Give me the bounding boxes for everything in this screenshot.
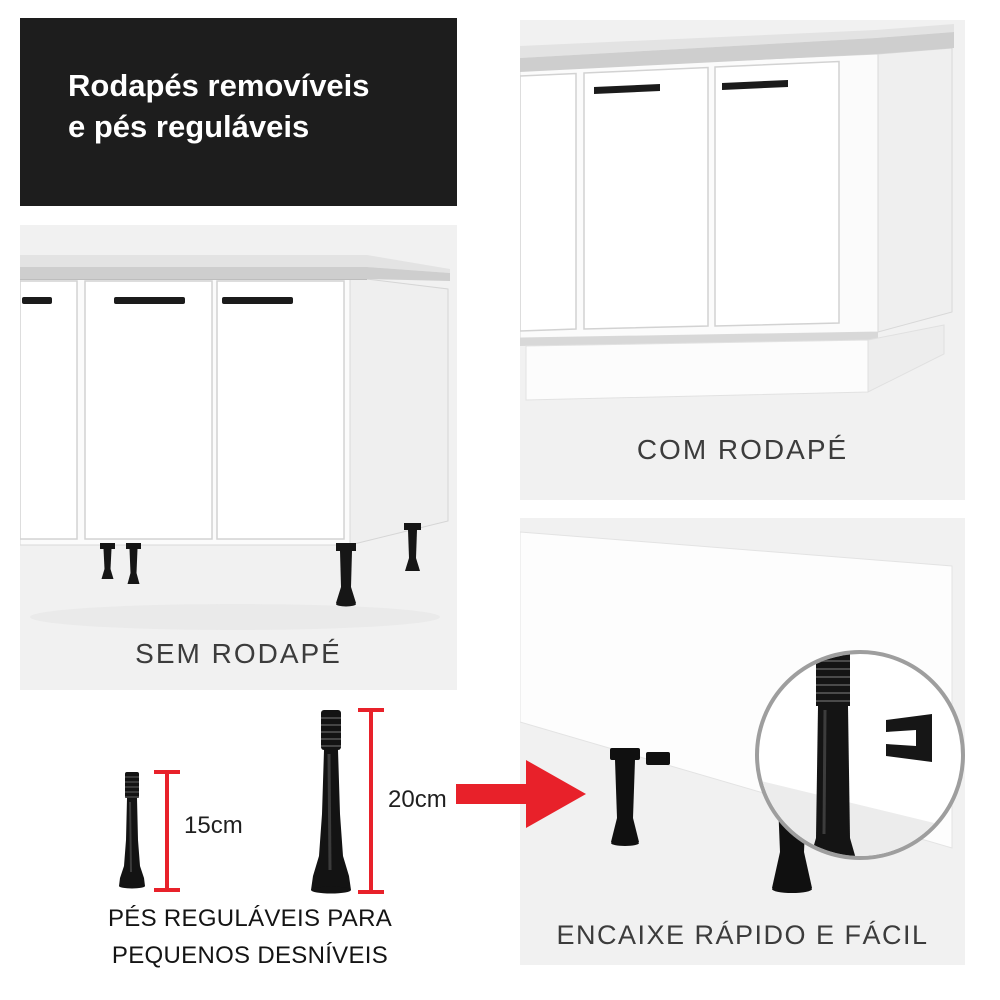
cabinet-no-plinth-illustration <box>20 255 450 630</box>
right-arrow-icon <box>456 760 586 828</box>
countertop <box>20 255 450 281</box>
thread-ridges <box>125 776 139 798</box>
cabinet-side-face <box>349 276 449 546</box>
title-line-2: e pés reguláveis <box>68 108 310 144</box>
title-line-1: Rodapés removíveis <box>68 68 370 103</box>
cabinet-bottom-shadow <box>520 332 878 346</box>
feet-caption-line-1: PÉS REGULÁVEIS PARA <box>107 905 393 932</box>
feet-caption-line-2: PEQUENOS DESNÍVEIS <box>111 942 389 970</box>
adjustable-foot-20cm-illustration <box>311 710 351 894</box>
measure-bracket-20cm <box>358 708 384 894</box>
plinth <box>525 324 945 401</box>
panel-sem-rodape: SEM RODAPÉ <box>20 225 457 690</box>
cabinet-doors <box>520 60 840 332</box>
countertop <box>520 24 954 72</box>
panel-encaixe: ENCAIXE RÁPIDO E FÁCIL <box>520 518 965 965</box>
floor-shadow <box>30 604 440 630</box>
thread-ridges <box>816 660 850 702</box>
mount-clip <box>646 752 670 765</box>
measure-bracket-15cm <box>154 770 180 892</box>
adjustable-foot-15cm-illustration <box>119 772 145 889</box>
mounted-leg <box>610 748 670 846</box>
adjustable-legs <box>100 523 421 607</box>
thread-ridges <box>321 717 341 747</box>
leg-mount-closeup-illustration <box>520 531 965 893</box>
measure-label-15cm: 15cm <box>184 812 243 839</box>
door-handles <box>22 297 293 304</box>
door-handles <box>594 80 788 94</box>
cabinet-doors <box>20 280 345 540</box>
label-encaixe: ENCAIXE RÁPIDO E FÁCIL <box>556 920 929 950</box>
feet-caption: PÉS REGULÁVEIS PARA PEQUENOS DESNÍVEIS <box>20 900 480 974</box>
cabinet-with-plinth-illustration <box>520 24 954 401</box>
cabinet-side-face <box>877 47 953 333</box>
snap-clip <box>886 714 932 762</box>
label-com-rodape: COM RODAPÉ <box>636 434 849 465</box>
label-sem-rodape: SEM RODAPÉ <box>135 638 342 669</box>
panel-com-rodape: COM RODAPÉ <box>520 20 965 500</box>
title-box: Rodapés removíveis e pés reguláveis <box>20 18 457 206</box>
measure-label-20cm: 20cm <box>388 786 447 813</box>
